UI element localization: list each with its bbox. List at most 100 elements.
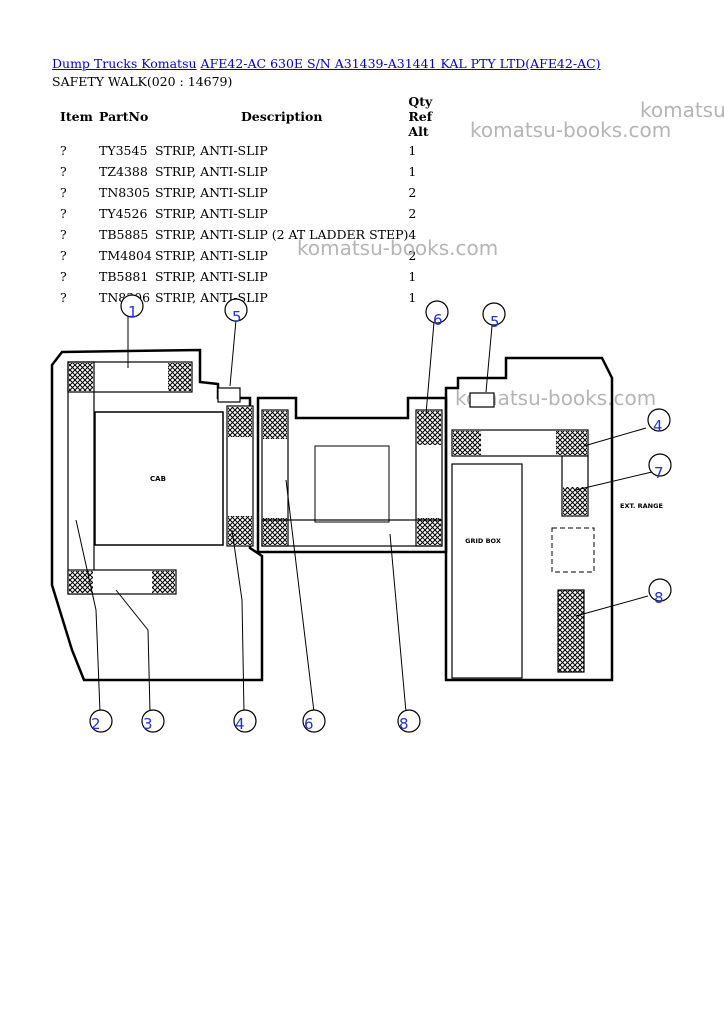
breadcrumb-link-dump-trucks[interactable]: Dump Trucks Komatsu <box>52 56 197 71</box>
cell-partno: TY4526 <box>99 206 148 221</box>
watermark: komatsu-books.com <box>470 118 672 142</box>
column-header-partno: PartNo <box>99 109 149 124</box>
svg-text:4: 4 <box>235 715 245 733</box>
cell-qty: 4 <box>408 227 417 242</box>
table-row: ? TB5881 STRIP, ANTI-SLIP 1 <box>56 267 438 288</box>
hatch-block <box>152 571 175 593</box>
center-panel <box>314 445 390 523</box>
hatch-block <box>263 518 287 545</box>
svg-text:8: 8 <box>654 589 664 607</box>
anti-slip-strip-2 <box>67 361 95 595</box>
callout-7: 7 <box>648 453 672 482</box>
svg-text:7: 7 <box>654 464 664 482</box>
grid-box-outline <box>451 463 523 679</box>
hatch-block <box>228 407 252 437</box>
ext-range-label: EXT. RANGE <box>620 502 663 510</box>
column-header-ref: Ref <box>408 109 433 124</box>
table-row: ? TM4804 STRIP, ANTI-SLIP 2 <box>56 246 438 267</box>
center-deck-outline <box>256 396 448 554</box>
table-row: ? TB5885 STRIP, ANTI-SLIP (2 AT LADDER S… <box>56 225 438 246</box>
page-title: SAFETY WALK(020 : 14679) <box>52 74 233 89</box>
ladder-step-strip <box>217 387 241 403</box>
cell-description: STRIP, ANTI-SLIP (2 AT LADDER STEP) <box>155 227 409 242</box>
cell-description: STRIP, ANTI-SLIP <box>155 164 268 179</box>
svg-text:1: 1 <box>128 303 138 321</box>
table-row: ? TN8305 STRIP, ANTI-SLIP 2 <box>56 183 438 204</box>
table-header-row: Item PartNo Description Qty Ref Alt <box>56 92 438 141</box>
right-deck-outline <box>444 356 614 682</box>
column-header-item: Item <box>60 109 93 124</box>
cab-outline <box>94 411 224 546</box>
range-box <box>551 527 595 573</box>
cell-qty: 2 <box>408 206 417 221</box>
hatch-block <box>563 487 587 515</box>
cell-description: STRIP, ANTI-SLIP <box>155 185 268 200</box>
callout-2: 2 <box>89 709 113 733</box>
table-row: ? TY4526 STRIP, ANTI-SLIP 2 <box>56 204 438 225</box>
svg-text:6: 6 <box>304 715 314 733</box>
cell-qty: 2 <box>408 185 417 200</box>
breadcrumb-link-model[interactable]: AFE42-AC 630E S/N A31439-A31441 KAL PTY … <box>200 56 601 71</box>
hatch-block <box>556 431 587 455</box>
hatch-block <box>417 518 441 545</box>
cell-description: STRIP, ANTI-SLIP <box>155 269 268 284</box>
cell-qty: 1 <box>408 164 417 179</box>
column-header-description: Description <box>240 109 323 124</box>
callout-4: 4 <box>233 709 257 733</box>
callout-4: 4 <box>647 408 671 435</box>
cell-partno: TZ4388 <box>99 164 148 179</box>
svg-text:4: 4 <box>653 417 663 435</box>
table-row: ? TZ4388 STRIP, ANTI-SLIP 1 <box>56 162 438 183</box>
cell-partno: TB5881 <box>99 269 149 284</box>
column-header-qty-ref-alt: Qty Ref Alt <box>408 92 438 141</box>
cell-item: ? <box>60 227 67 242</box>
column-header-qty: Qty <box>408 94 433 109</box>
cab-label: CAB <box>150 475 166 483</box>
cell-item: ? <box>60 206 67 221</box>
callout-8: 8 <box>648 578 672 607</box>
cell-partno: TM4804 <box>99 248 152 263</box>
safety-walk-diagram: CAB GRID BOX EXT. RANGE <box>50 294 672 733</box>
cell-item: ? <box>60 164 67 179</box>
anti-slip-strip-8-center <box>261 519 443 547</box>
svg-text:5: 5 <box>490 313 500 331</box>
callout-8: 8 <box>397 709 421 733</box>
hatch-block <box>168 363 191 391</box>
svg-text:3: 3 <box>143 715 153 733</box>
hatch-block <box>453 431 481 455</box>
svg-text:2: 2 <box>91 715 101 733</box>
cell-description: STRIP, ANTI-SLIP <box>155 143 268 158</box>
cell-qty: 1 <box>408 269 417 284</box>
parts-table: Item PartNo Description Qty Ref Alt ? TY… <box>56 92 438 309</box>
ladder-step-strip <box>469 392 495 408</box>
callout-6: 6 <box>425 300 449 329</box>
cell-partno: TN8305 <box>99 185 151 200</box>
cell-item: ? <box>60 185 67 200</box>
hatch-block <box>69 363 93 391</box>
svg-text:8: 8 <box>399 715 409 733</box>
column-header-alt: Alt <box>408 124 429 139</box>
callout-5: 5 <box>482 302 506 331</box>
cell-item: ? <box>60 143 67 158</box>
cell-partno: TY3545 <box>99 143 148 158</box>
cell-description: STRIP, ANTI-SLIP <box>155 206 268 221</box>
callout-3: 3 <box>141 709 165 733</box>
watermark: komatsu <box>640 98 724 122</box>
callout-6: 6 <box>302 709 326 733</box>
cell-item: ? <box>60 248 67 263</box>
cell-partno: TB5885 <box>99 227 149 242</box>
cell-item: ? <box>60 290 67 305</box>
hatch-block <box>69 571 93 593</box>
hatch-block <box>263 411 287 439</box>
callout-1: 1 <box>120 294 144 321</box>
cell-item: ? <box>60 269 67 284</box>
table-row: ? TY3545 STRIP, ANTI-SLIP 1 <box>56 141 438 162</box>
cell-qty: 1 <box>408 143 417 158</box>
grid-box-label: GRID BOX <box>465 537 501 545</box>
leader-lines <box>75 316 653 713</box>
cell-description: STRIP, ANTI-SLIP <box>155 248 268 263</box>
cell-qty: 1 <box>408 290 417 305</box>
hatch-block <box>417 411 441 445</box>
left-deck-outline <box>50 348 264 682</box>
anti-slip-strip-8-right <box>557 589 585 673</box>
